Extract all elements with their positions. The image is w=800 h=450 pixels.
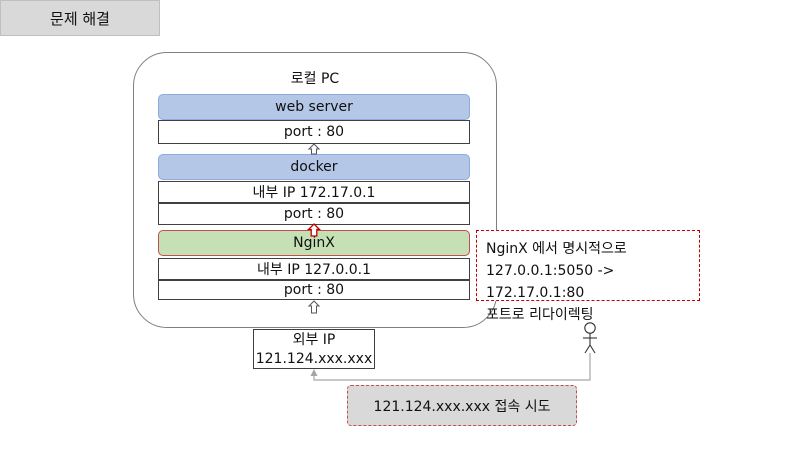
nginx-ip-label: 내부 IP 127.0.0.1 (256, 262, 372, 278)
web-port-label: port : 80 (283, 124, 345, 140)
hollow-up-arrow-icon (307, 300, 321, 314)
nginx-port-label: port : 80 (283, 282, 345, 298)
docker-port-label: port : 80 (283, 206, 345, 222)
nginx-port-box: port : 80 (158, 280, 470, 300)
web-server-box: web server (158, 94, 470, 120)
person-icon (583, 322, 597, 354)
access-attempt-label: 121.124.xxx.xxx 접속 시도 (373, 398, 551, 415)
nginx-label: NginX (293, 235, 335, 251)
docker-ip-box: 내부 IP 172.17.0.1 (158, 181, 470, 203)
access-attempt-box: 121.124.xxx.xxx 접속 시도 (347, 385, 577, 426)
hollow-up-arrow-icon (307, 143, 321, 155)
slide-title-text: 문제 해결 (50, 9, 110, 28)
external-ip-value: 121.124.xxx.xxx (255, 351, 373, 367)
note-line-3: 포트로 리다이렉팅 (486, 307, 594, 323)
nginx-redirect-note: NginX 에서 명시적으로 127.0.0.1:5050 -> 172.17.… (476, 230, 700, 323)
web-server-label: web server (275, 99, 353, 115)
note-line-2: 127.0.0.1:5050 -> 172.17.0.1:80 (486, 263, 615, 301)
docker-ip-label: 내부 IP 172.17.0.1 (252, 185, 376, 201)
note-line-1: NginX 에서 명시적으로 (486, 241, 627, 257)
docker-label: docker (290, 159, 338, 175)
external-ip-arrowhead (310, 369, 318, 376)
slide-title: 문제 해결 (0, 0, 160, 36)
access-connector-line (313, 353, 591, 381)
red-up-arrow-icon (306, 223, 322, 237)
local-pc-label: 로컬 PC (290, 71, 340, 87)
external-ip-box: 외부 IP 121.124.xxx.xxx (253, 329, 375, 369)
nginx-box: NginX (158, 230, 470, 256)
docker-box: docker (158, 154, 470, 180)
external-ip-label: 외부 IP (292, 332, 336, 348)
nginx-ip-box: 내부 IP 127.0.0.1 (158, 258, 470, 280)
